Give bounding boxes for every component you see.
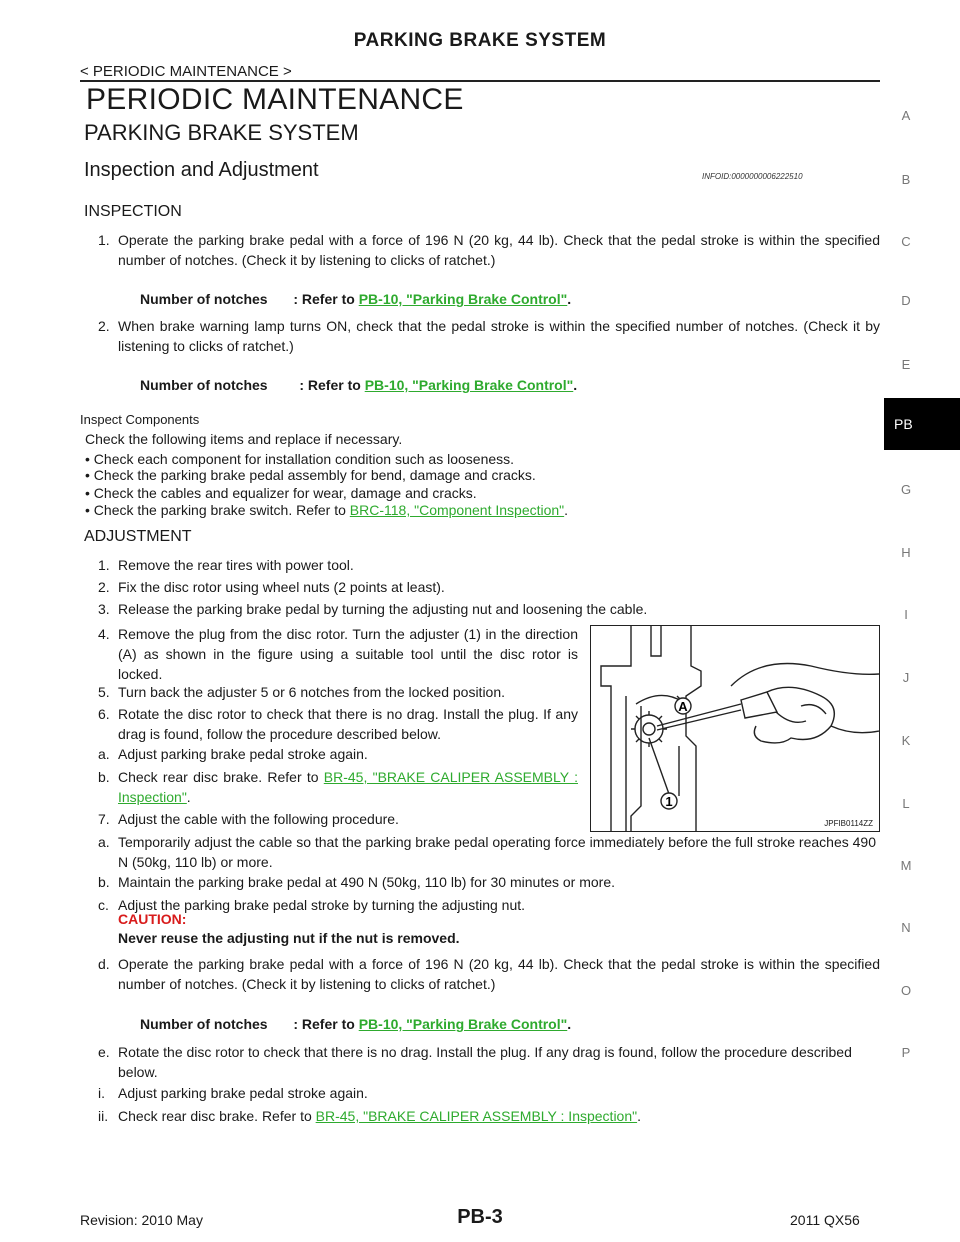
side-index-letter[interactable]: J xyxy=(902,670,910,685)
inspection-step-2: 2. When brake warning lamp turns ON, che… xyxy=(98,316,880,356)
adjuster-figure: A 1 JPFIB0114ZZ xyxy=(590,625,880,832)
adjustment-heading: ADJUSTMENT xyxy=(84,528,192,545)
side-index-letter[interactable]: K xyxy=(901,733,911,748)
section-subtitle: PARKING BRAKE SYSTEM xyxy=(84,120,359,145)
side-index-letter[interactable]: D xyxy=(901,293,911,308)
side-index-letter[interactable]: P xyxy=(901,1045,911,1060)
step-number: 2. xyxy=(98,318,110,334)
side-index-letter[interactable]: G xyxy=(900,482,912,497)
side-index-letter[interactable]: N xyxy=(901,920,911,935)
side-index-letter[interactable]: B xyxy=(901,172,911,187)
side-index-letter[interactable]: A xyxy=(901,108,911,123)
callout-1-label: 1 xyxy=(665,794,672,809)
side-index-letter[interactable]: H xyxy=(901,545,911,560)
step-text: When brake warning lamp turns ON, check … xyxy=(118,318,880,354)
spec-row-notches-2: Number of notches : Refer to PB-10, "Par… xyxy=(140,377,578,393)
info-id: INFOID:0000000006222510 xyxy=(702,172,803,181)
side-index-letter[interactable]: L xyxy=(902,796,910,811)
spec-row-notches-1: Number of notches : Refer to PB-10, "Par… xyxy=(140,291,572,307)
step-text: Operate the parking brake pedal with a f… xyxy=(118,232,880,268)
components-heading: Inspect Components xyxy=(80,412,200,427)
link-brc-118[interactable]: BRC-118, "Component Inspection" xyxy=(349,502,565,518)
revision-label: Revision: 2010 May xyxy=(80,1212,203,1228)
adjuster-illustration: A 1 xyxy=(600,626,880,831)
header-divider xyxy=(80,80,880,82)
inspection-step-1: 1. Operate the parking brake pedal with … xyxy=(98,230,880,270)
spec-label: Number of notches xyxy=(140,291,268,307)
caution-label: CAUTION: xyxy=(118,911,187,927)
breadcrumb: < PERIODIC MAINTENANCE > xyxy=(80,63,292,80)
component-item: • Check the parking brake pedal assembly… xyxy=(85,467,536,483)
spec-label: Number of notches xyxy=(140,1016,268,1032)
page-header-title: PARKING BRAKE SYSTEM xyxy=(353,30,607,51)
link-pb-10[interactable]: PB-10, "Parking Brake Control" xyxy=(358,1016,568,1032)
spec-separator: : Refer to xyxy=(293,291,355,307)
spec-separator: : Refer to xyxy=(299,377,361,393)
inspection-heading: INSPECTION xyxy=(84,203,182,220)
side-index-letter[interactable]: I xyxy=(904,607,908,622)
figure-id: JPFIB0114ZZ xyxy=(824,819,873,828)
side-index-letter[interactable]: O xyxy=(900,983,912,998)
side-tab-active[interactable]: PB xyxy=(884,398,960,450)
component-item: • Check each component for installation … xyxy=(85,451,515,467)
components-intro: Check the following items and replace if… xyxy=(85,431,403,447)
step-number: 1. xyxy=(98,232,110,248)
section-title: PERIODIC MAINTENANCE xyxy=(86,83,464,116)
component-item: • Check the cables and equalizer for wea… xyxy=(85,485,477,501)
spec-label: Number of notches xyxy=(140,377,268,393)
page-number: PB-3 xyxy=(457,1206,503,1228)
side-index-letter[interactable]: E xyxy=(901,357,911,372)
link-br-45[interactable]: BR-45, "BRAKE CALIPER ASSEMBLY : Inspect… xyxy=(315,1108,638,1124)
link-br-45[interactable]: BR-45, "BRAKE CALIPER ASSEMBLY : Inspect… xyxy=(118,769,578,805)
component-item: • Check the parking brake switch. Refer … xyxy=(85,502,569,518)
spec-row-notches-3: Number of notches : Refer to PB-10, "Par… xyxy=(140,1016,572,1032)
callout-a-marker xyxy=(674,697,692,715)
side-index-letter[interactable]: M xyxy=(900,858,912,873)
side-index-letter[interactable]: C xyxy=(901,234,911,249)
callout-1-marker xyxy=(660,792,678,810)
topic-title: Inspection and Adjustment xyxy=(84,159,319,181)
spec-separator: : Refer to xyxy=(293,1016,355,1032)
model-label: 2011 QX56 xyxy=(790,1212,860,1228)
callout-a-label: A xyxy=(678,699,688,714)
link-pb-10[interactable]: PB-10, "Parking Brake Control" xyxy=(358,291,568,307)
caution-text: Never reuse the adjusting nut if the nut… xyxy=(118,930,460,946)
side-tab-label: PB xyxy=(894,416,913,432)
link-pb-10[interactable]: PB-10, "Parking Brake Control" xyxy=(364,377,574,393)
